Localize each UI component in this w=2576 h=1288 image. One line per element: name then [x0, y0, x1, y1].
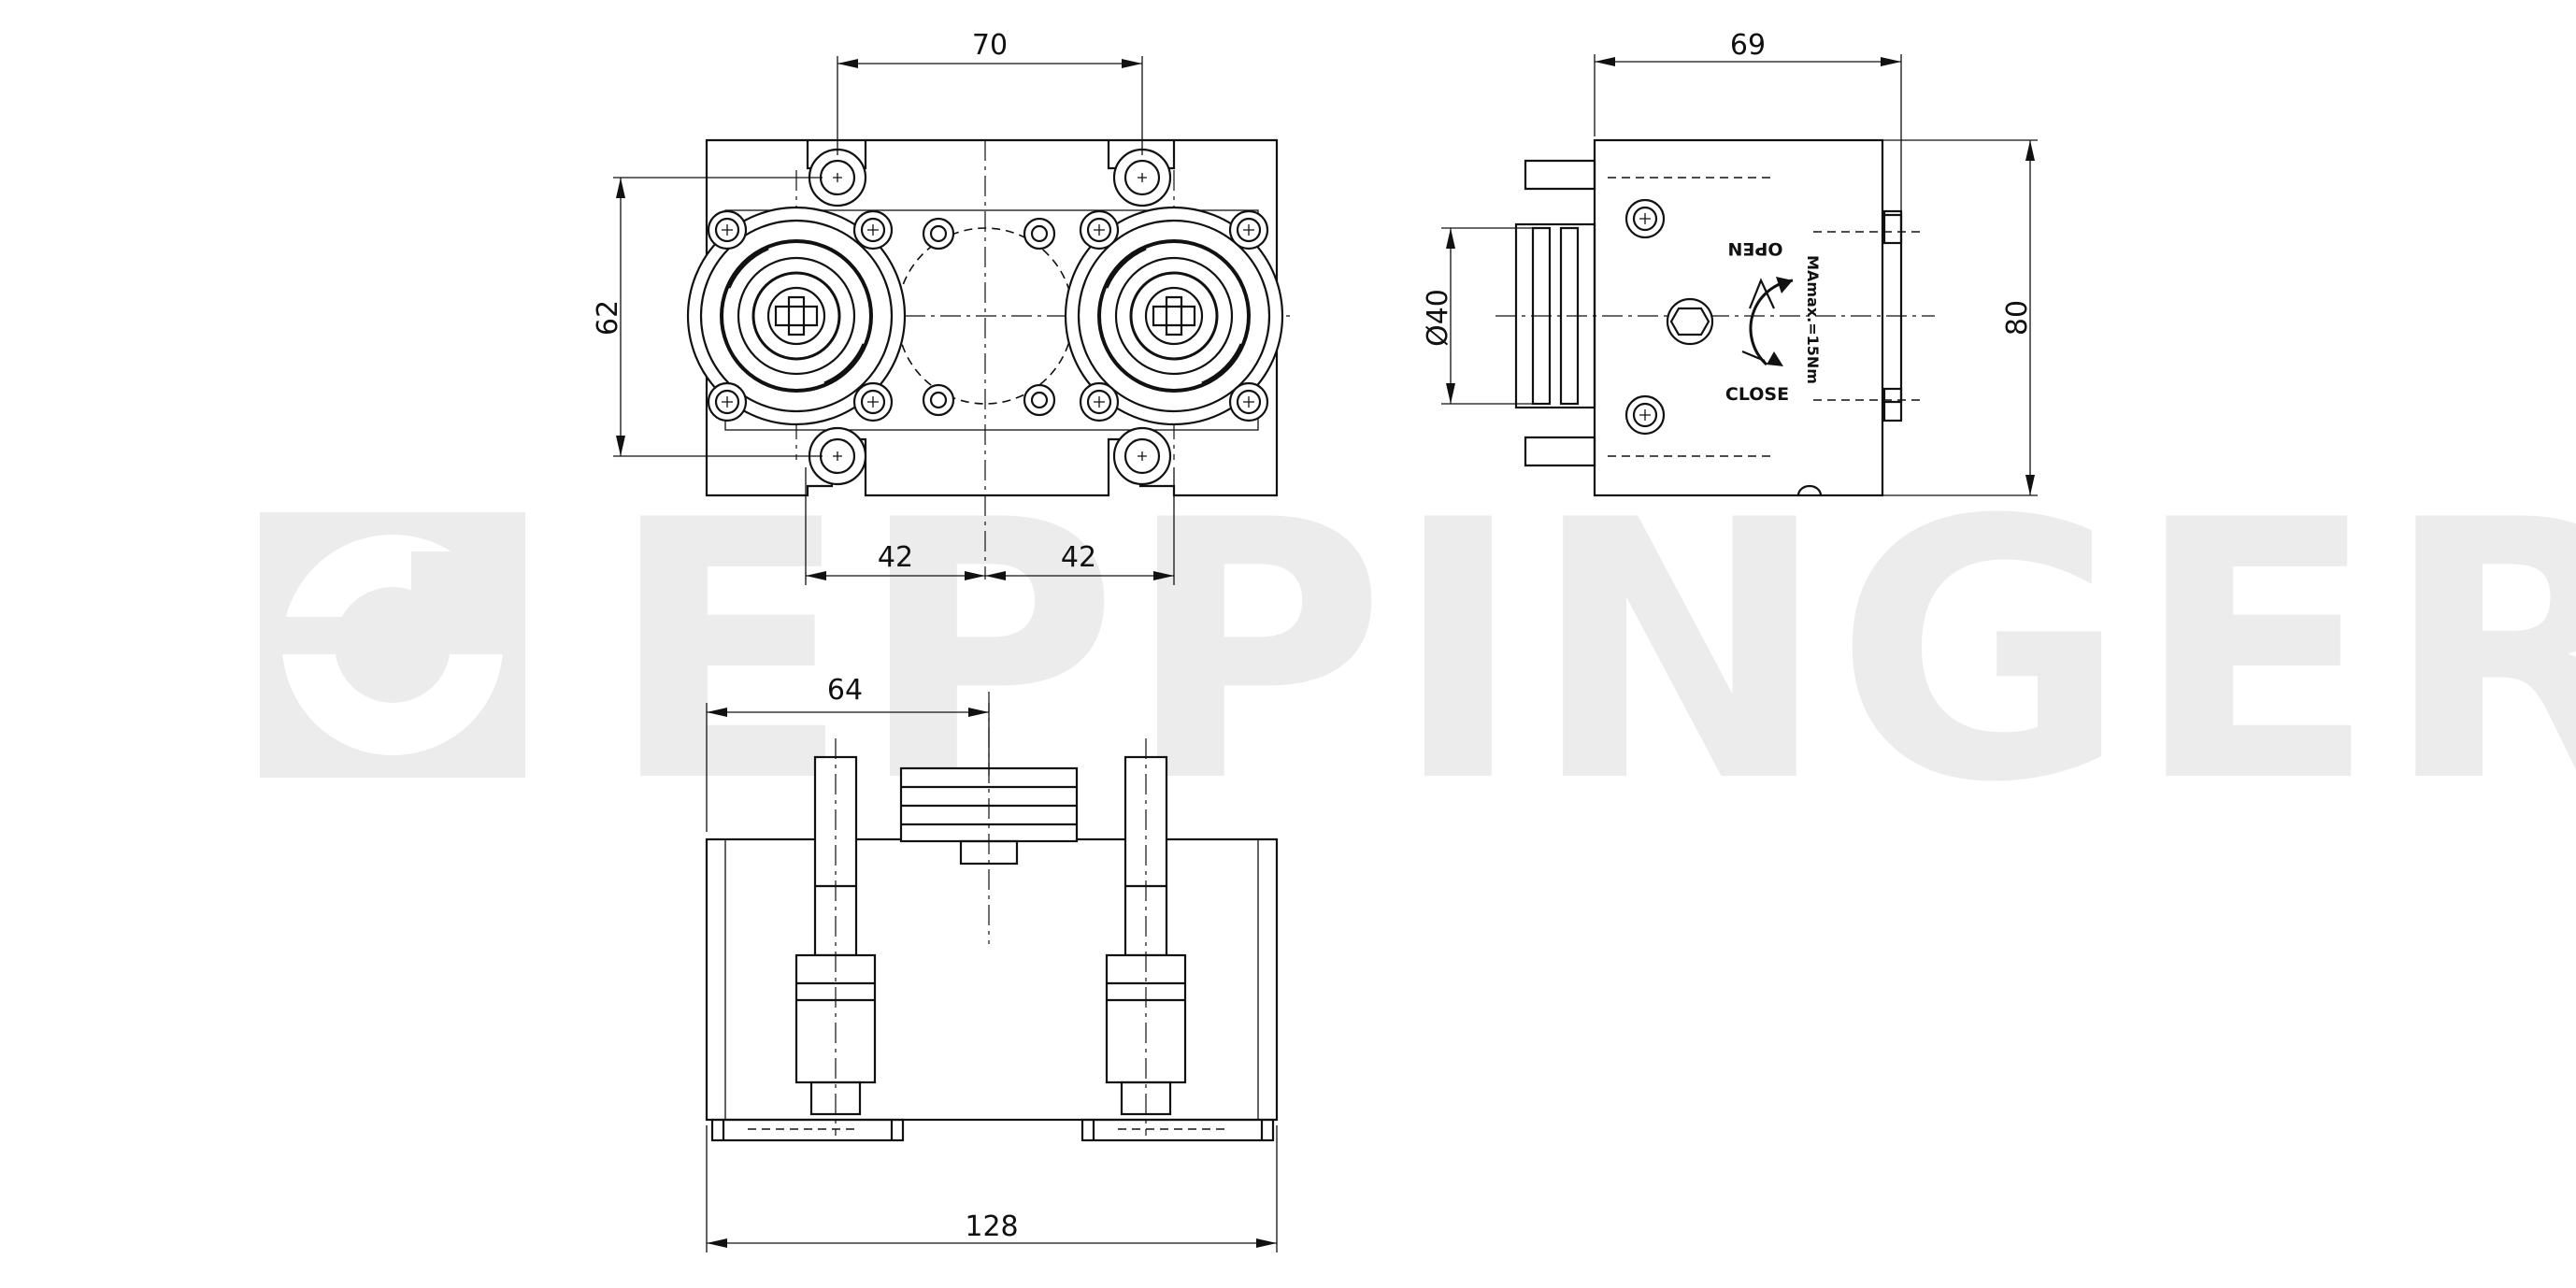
dim-42-right: 42 [1061, 541, 1096, 574]
dim-128: 128 [965, 1210, 1018, 1243]
front-view [686, 138, 1290, 580]
label-open: OPEN [1728, 238, 1783, 259]
rotate-arrow-icon [1741, 277, 1794, 366]
side-view: OPEN CLOSE MAmax.=15Nm [1496, 138, 1935, 497]
label-close: CLOSE [1725, 384, 1789, 405]
dim-64: 64 [827, 674, 863, 707]
front-view-dimensions: 70 62 42 42 [592, 29, 1175, 585]
side-view-dimensions: 69 80 Ø40 [1422, 29, 2038, 496]
dim-62: 62 [592, 300, 624, 336]
dim-42-left: 42 [878, 541, 913, 574]
dim-diameter-40: Ø40 [1422, 289, 1454, 347]
top-view-dimensions: 64 128 [706, 674, 1278, 1252]
dim-80: 80 [2001, 300, 2034, 336]
dim-70: 70 [972, 29, 1008, 62]
eppinger-logo-watermark: EPPINGER [260, 445, 2576, 861]
label-torque: MAmax.=15Nm [1804, 255, 1822, 384]
dim-69: 69 [1730, 29, 1766, 62]
top-view [705, 692, 1279, 1142]
